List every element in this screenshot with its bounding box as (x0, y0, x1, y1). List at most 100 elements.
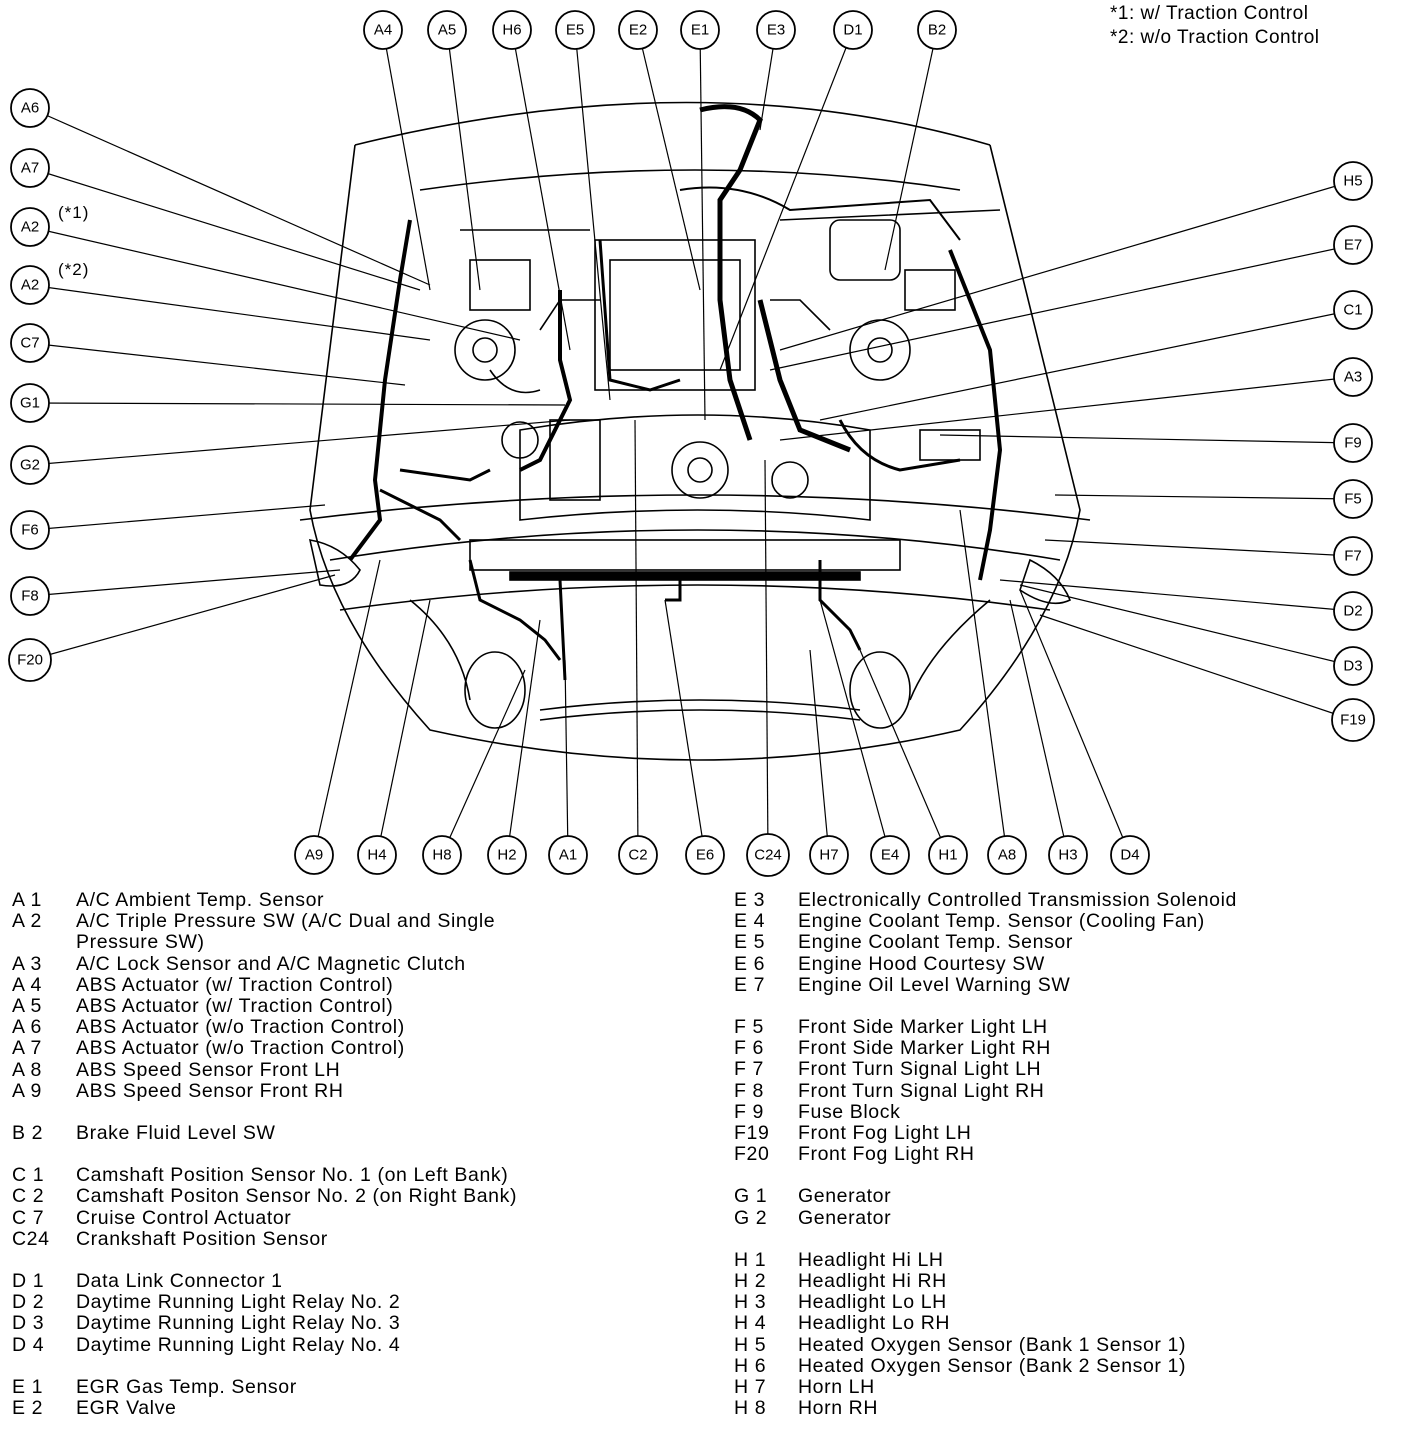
callout-circle (833, 10, 873, 50)
callout-label: A4 (374, 22, 392, 39)
callout-c24: C24 (746, 833, 790, 877)
star-mark-1: (*1) (58, 203, 90, 222)
legend-description: ABS Actuator (w/ Traction Control) (76, 973, 394, 996)
callout-circle (917, 10, 957, 50)
callout-circle (10, 265, 50, 305)
legend-code: G 1 (734, 1185, 768, 1208)
legend-description: Crankshaft Position Sensor (76, 1227, 328, 1250)
legend-code: F 9 (734, 1100, 764, 1123)
callout-label: F7 (1344, 548, 1362, 565)
callout-circle (548, 835, 588, 875)
legend-description: ABS Speed Sensor Front RH (76, 1079, 344, 1102)
callout-label: C24 (754, 847, 782, 864)
leader-line-g1 (29, 402, 566, 406)
legend-code: D 2 (12, 1291, 45, 1314)
legend-code: C 2 (12, 1185, 45, 1208)
legend-code: E 4 (734, 910, 766, 933)
legend-description: Camshaft Positon Sensor No. 2 (on Right … (76, 1185, 518, 1208)
legend-description: Engine Hood Courtesy SW (798, 952, 1045, 975)
callout-a9: A9 (294, 835, 334, 875)
callout-c1: C1 (1333, 290, 1373, 330)
callout-circle (1333, 423, 1373, 463)
leader-line-h8 (441, 669, 526, 856)
callout-a7: A7 (10, 148, 50, 188)
legend-code: E 3 (734, 889, 766, 911)
legend-code: A 9 (12, 1079, 42, 1102)
legend-code: F 7 (734, 1058, 764, 1081)
callout-label: D3 (1343, 658, 1362, 675)
callout-h1: H1 (928, 835, 968, 875)
callout-label: G2 (20, 457, 40, 474)
callout-a2a: A2 (10, 207, 50, 247)
legend-description: Front Turn Signal Light LH (798, 1058, 1042, 1081)
callout-circle (1333, 479, 1373, 519)
callout-label: E7 (1344, 237, 1362, 254)
legend-code: E 7 (734, 973, 766, 996)
legend-description: Data Link Connector 1 (76, 1270, 283, 1293)
legend-code: H 4 (734, 1312, 767, 1335)
leader-line-d4 (1019, 589, 1131, 856)
callout-circle (294, 835, 334, 875)
legend-code: F 8 (734, 1079, 764, 1102)
leader-line-c1 (819, 309, 1354, 421)
callout-circle (492, 10, 532, 50)
leader-line-a1 (564, 659, 569, 856)
legend-description: Front Turn Signal Light RH (798, 1079, 1045, 1102)
callout-circle (1333, 290, 1373, 330)
legend-code: A 5 (12, 995, 42, 1018)
callout-label: E4 (881, 847, 899, 864)
legend-row: F 8 Front Turn Signal Light RH (734, 1079, 1237, 1102)
callout-f8: F8 (10, 576, 50, 616)
callout-label: E6 (696, 847, 714, 864)
leader-line-h3 (1009, 599, 1069, 856)
callout-h5: H5 (1333, 161, 1373, 201)
callout-label: E3 (767, 22, 785, 39)
legend-code: H 5 (734, 1333, 767, 1356)
callout-f19: F19 (1331, 698, 1375, 742)
callout-label: D1 (843, 22, 862, 39)
callout-a5: A5 (427, 10, 467, 50)
callout-e5: E5 (555, 10, 595, 50)
leader-line-f9 (939, 434, 1354, 444)
callout-circle (427, 10, 467, 50)
footnote-1: *1: w/ Traction Control (1110, 3, 1309, 24)
leader-line-a2a (29, 226, 521, 341)
callout-h4: H4 (357, 835, 397, 875)
leader-line-f19 (1039, 614, 1354, 721)
callout-h6: H6 (492, 10, 532, 50)
legend-code: E 2 (12, 1397, 44, 1420)
legend-description: Engine Coolant Temp. Sensor (Cooling Fan… (798, 910, 1205, 933)
legend-code: C 7 (12, 1206, 45, 1229)
legend-code: H 6 (734, 1354, 767, 1377)
leader-line-f7 (1044, 539, 1354, 557)
leader-line-a2b (29, 284, 431, 341)
callout-label: A7 (21, 160, 39, 177)
leader-line-d1 (719, 29, 854, 371)
callout-f5: F5 (1333, 479, 1373, 519)
legend-code: D 3 (12, 1312, 45, 1335)
legend-code: H 1 (734, 1248, 767, 1271)
legend-description: Headlight Lo LH (798, 1291, 947, 1314)
callout-a8: A8 (987, 835, 1027, 875)
leader-line-e2 (637, 29, 701, 291)
leader-line-c24 (764, 459, 769, 856)
callout-label: H4 (367, 847, 386, 864)
callout-circle (363, 10, 403, 50)
leader-line-b2 (884, 29, 938, 271)
callout-h3: H3 (1048, 835, 1088, 875)
legend-row: C 2 Camshaft Positon Sensor No. 2 (on Rig… (12, 1186, 517, 1207)
callout-circle (870, 835, 910, 875)
